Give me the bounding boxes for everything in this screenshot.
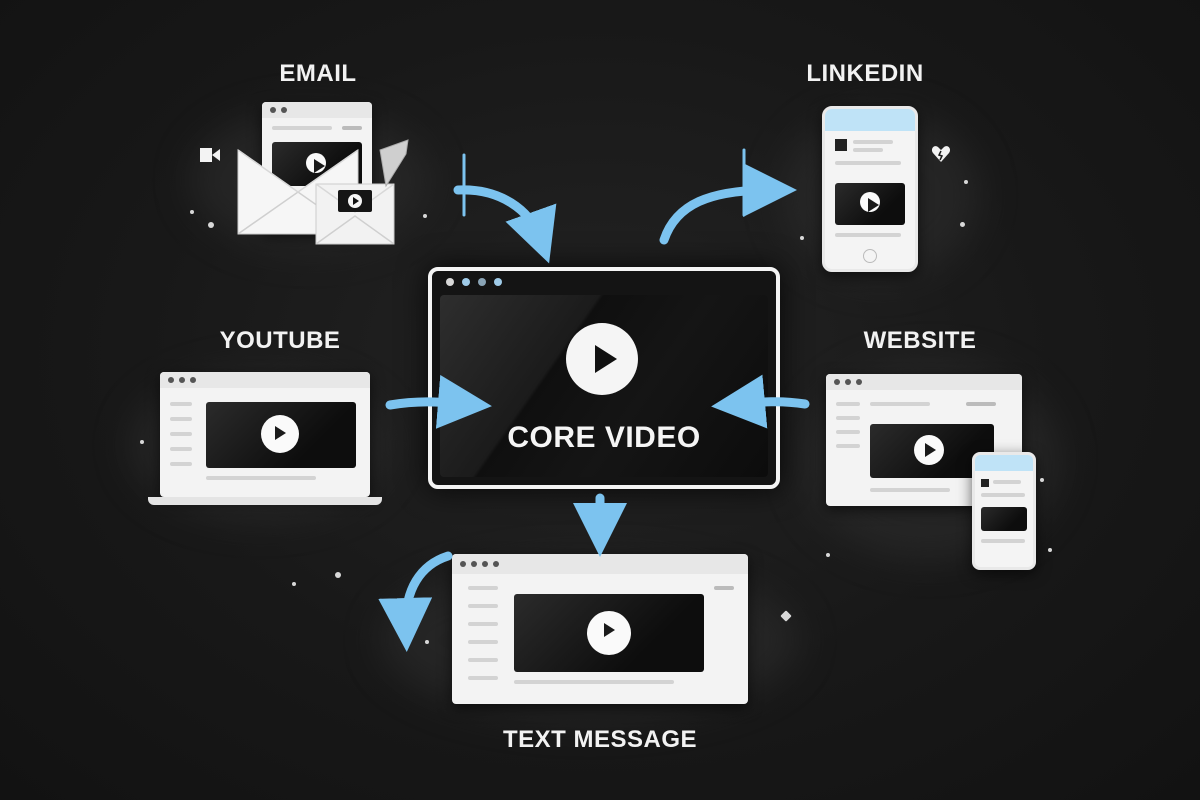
text-message-label: TEXT MESSAGE [502, 726, 698, 753]
laptop-base [148, 497, 382, 505]
profile-avatar [835, 139, 847, 151]
video-camera-icon [200, 148, 220, 162]
youtube-laptop-screen [160, 372, 370, 497]
website-label: WEBSITE [863, 327, 977, 354]
play-icon [587, 611, 631, 655]
core-window-controls [432, 271, 776, 293]
email-label: EMAIL [279, 60, 357, 87]
heart-icon [931, 146, 951, 162]
website-phone [972, 452, 1036, 570]
youtube-label: YOUTUBE [219, 327, 341, 354]
arrow-icon [659, 163, 797, 245]
arrow-icon [711, 374, 810, 429]
home-button [863, 249, 877, 263]
text-message-window [452, 554, 748, 704]
arrow-icon [453, 185, 557, 264]
play-icon [306, 153, 326, 173]
envelope-icon [237, 139, 409, 245]
play-icon [914, 435, 944, 465]
arrow-icon [378, 551, 453, 652]
play-icon[interactable] [566, 323, 638, 395]
play-icon [261, 415, 299, 453]
core-video-title: CORE VIDEO [507, 421, 701, 454]
arrow-icon [385, 374, 492, 429]
linkedin-label: LINKEDIN [806, 60, 924, 87]
linkedin-phone [822, 106, 918, 272]
play-icon [860, 192, 880, 212]
phone-video-player [981, 507, 1027, 531]
phone-header [825, 109, 915, 131]
